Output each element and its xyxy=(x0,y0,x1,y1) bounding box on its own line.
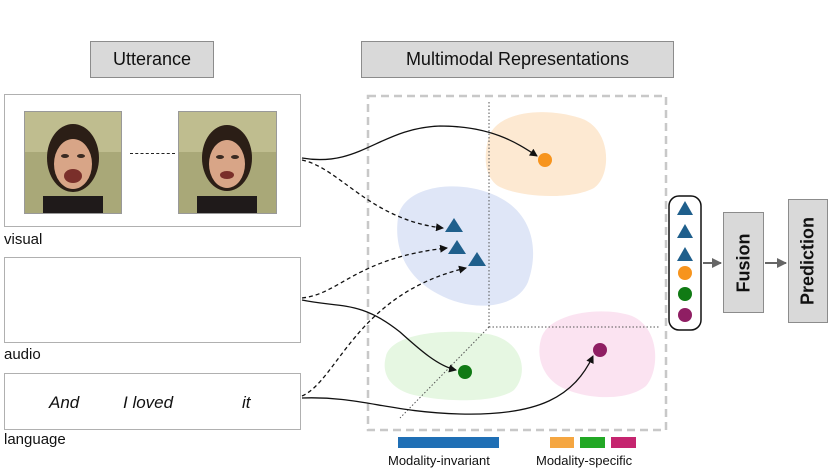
face-frame-first xyxy=(24,111,122,214)
prediction-label: Prediction xyxy=(797,216,818,306)
representation-frame xyxy=(366,94,668,432)
invariant-region xyxy=(397,186,534,306)
stack-dot-green xyxy=(678,287,692,301)
legend-specific-label: Modality-specific xyxy=(536,453,633,468)
word-i-loved: I loved xyxy=(123,393,174,412)
fusion-label: Fusion xyxy=(733,233,753,292)
language-specific-dot xyxy=(593,343,607,357)
representation-stack xyxy=(668,195,702,331)
stack-triangle-1 xyxy=(677,201,693,215)
frame-ellipsis xyxy=(130,153,175,154)
arrow-audio-specific xyxy=(301,299,457,373)
prediction-box: Prediction xyxy=(788,199,828,323)
legend-specific-magenta xyxy=(611,437,636,448)
face-frame-last xyxy=(178,111,277,214)
visual-label: visual xyxy=(4,231,43,248)
arrow-language-specific xyxy=(301,355,594,415)
arrow-visual-invariant xyxy=(301,159,444,232)
arrow-visual-specific xyxy=(301,125,538,161)
legend-invariant-swatch xyxy=(398,437,499,448)
language-invariant-triangle xyxy=(468,252,486,266)
legend-specific-orange xyxy=(550,437,574,448)
audio-label: audio xyxy=(4,346,41,363)
word-it: it xyxy=(242,393,251,412)
arrow-audio-invariant xyxy=(301,244,448,299)
stack-triangle-2 xyxy=(677,224,693,238)
legend-invariant-label: Modality-invariant xyxy=(388,453,490,468)
language-label: language xyxy=(4,431,66,448)
face-image-last xyxy=(179,112,276,213)
representations-header: Multimodal Representations xyxy=(361,41,674,78)
word-and: And xyxy=(49,393,80,412)
utterance-header: Utterance xyxy=(90,41,214,78)
audio-specific-region xyxy=(384,331,522,401)
stack-dot-magenta xyxy=(678,308,692,322)
language-panel: And I loved it xyxy=(4,373,301,430)
audio-panel xyxy=(4,257,301,343)
face-image-first xyxy=(25,112,121,213)
legend-specific-green xyxy=(580,437,605,448)
audio-invariant-triangle xyxy=(448,240,466,254)
fusion-box: Fusion xyxy=(723,212,764,313)
stack-dot-orange xyxy=(678,266,692,280)
visual-panel xyxy=(4,94,301,227)
arrow-language-invariant xyxy=(301,265,467,397)
axis-diagonal xyxy=(399,326,490,419)
visual-invariant-triangle xyxy=(445,218,463,232)
audio-specific-dot xyxy=(458,365,472,379)
visual-specific-dot xyxy=(538,153,552,167)
stack-triangle-3 xyxy=(677,247,693,261)
